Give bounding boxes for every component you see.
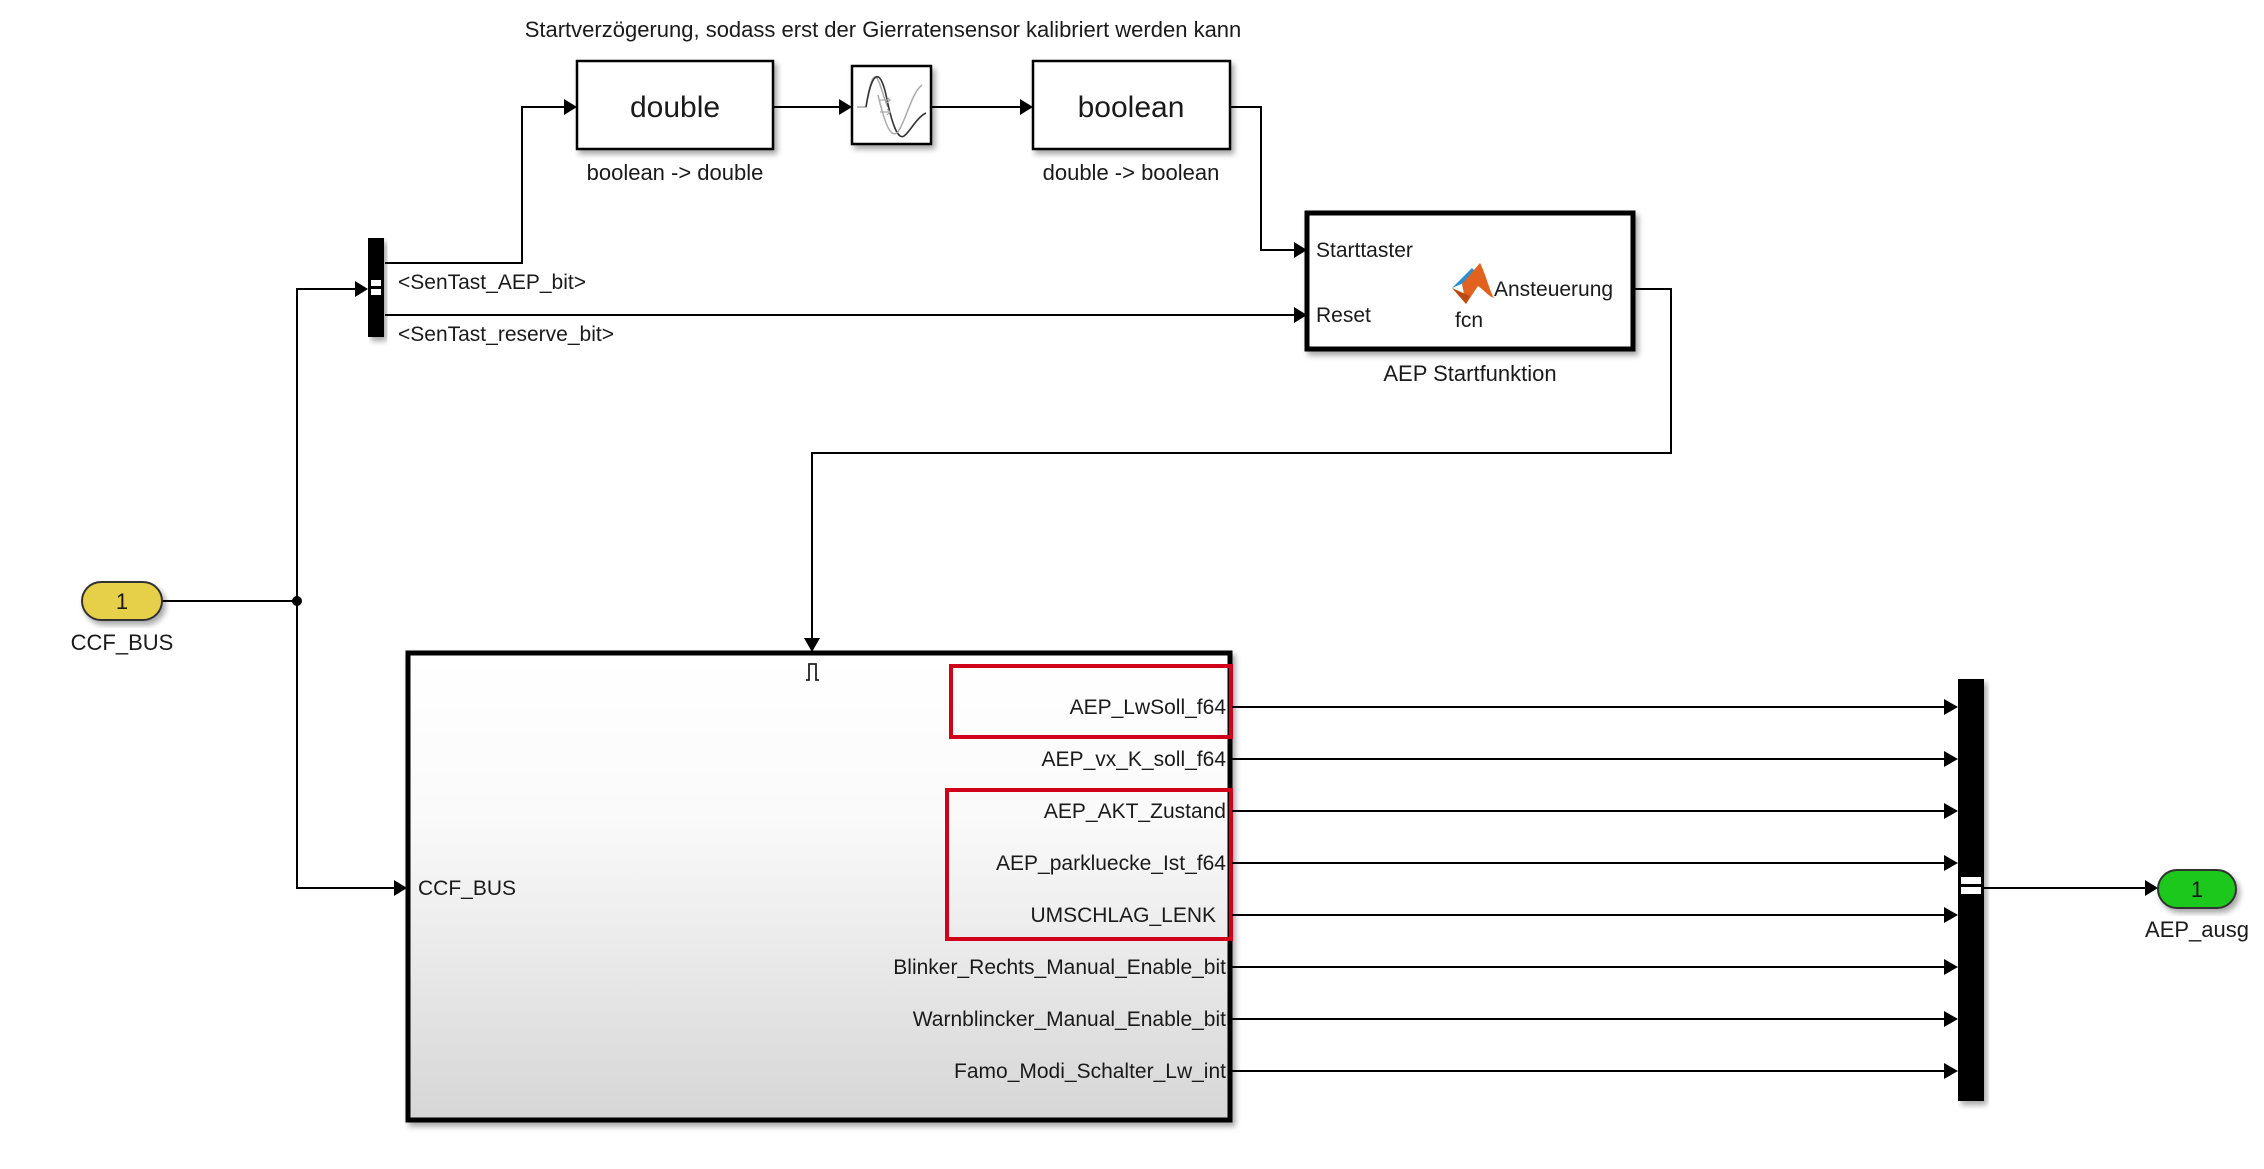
convert-to-double-text: double — [630, 91, 720, 124]
arrow-icon — [1944, 907, 1958, 923]
annotation-text: Startverzögerung, sodass erst der Gierra… — [525, 17, 1242, 42]
arrow-icon — [1294, 307, 1307, 323]
bus-creator-icon — [1961, 877, 1981, 884]
highlight-box — [949, 664, 1233, 739]
arrow-icon — [2145, 880, 2158, 896]
arrow-icon — [1944, 855, 1958, 871]
variable-delay-wave-icon — [857, 75, 927, 138]
arrow-icon — [1294, 242, 1307, 258]
convert-to-boolean-text: boolean — [1078, 91, 1185, 124]
outport-shape[interactable] — [2157, 869, 2237, 909]
wire-ansteuerung-trigger[interactable] — [811, 288, 1672, 640]
bus-signal-label: <SenTast_reserve_bit> — [398, 323, 614, 346]
arrow-icon — [1944, 1063, 1958, 1079]
inport-ccf-bus[interactable]: 1 CCF_BUS — [71, 581, 174, 655]
subsystem-output-ports: AEP_LwSoll_f64AEP_vx_K_soll_f64AEP_AKT_Z… — [893, 696, 1958, 1083]
bus-selector-icon-line — [371, 289, 381, 295]
bus-selector[interactable]: <SenTast_AEP_bit> <SenTast_reserve_bit> — [368, 238, 614, 346]
input-port-label: Reset — [1316, 304, 1371, 327]
wire-junction-subsystem[interactable] — [296, 601, 394, 889]
convert-to-boolean-block[interactable]: boolean double -> boolean — [1031, 59, 1232, 185]
subsystem-output-label: UMSCHLAG_LENK — [1030, 904, 1216, 927]
triggered-subsystem[interactable]: CCF_BUS AEP_LwSoll_f64AEP_vx_K_soll_f64A… — [405, 650, 1958, 1123]
convert-to-double-shape[interactable] — [575, 59, 775, 151]
arrow-icon — [839, 99, 852, 115]
arrow-icon — [1944, 751, 1958, 767]
subsystem-input-label: CCF_BUS — [418, 877, 516, 900]
matlab-logo-icon — [1452, 263, 1494, 304]
inport-label: CCF_BUS — [71, 630, 174, 655]
arrow-icon — [1020, 99, 1033, 115]
arrow-icon — [1944, 699, 1958, 715]
arrow-icon — [564, 99, 577, 115]
convert-to-boolean-shape[interactable] — [1031, 59, 1232, 151]
pulse-trigger-icon — [806, 663, 819, 681]
arrowheads — [355, 99, 2158, 896]
signal-lines — [162, 106, 2146, 889]
delay-block[interactable] — [850, 64, 933, 146]
inport-number: 1 — [116, 589, 128, 614]
wire-sentast-aep[interactable] — [385, 106, 565, 264]
arrow-icon — [1944, 803, 1958, 819]
subsystem-output-label: Blinker_Rechts_Manual_Enable_bit — [893, 956, 1226, 979]
subsystem-output-label: AEP_LwSoll_f64 — [1070, 696, 1227, 719]
function-name: fcn — [1455, 309, 1483, 332]
subsystem-output-label: AEP_AKT_Zustand — [1044, 800, 1226, 823]
arrow-icon — [394, 880, 407, 896]
bus-signal-label: <SenTast_AEP_bit> — [398, 271, 586, 294]
bus-selector-icon — [371, 280, 381, 286]
wire-junction-busselector[interactable] — [296, 288, 356, 601]
arrow-icon — [804, 638, 820, 652]
arrow-icon — [1944, 1011, 1958, 1027]
convert-to-double-label: boolean -> double — [587, 160, 764, 185]
arrow-icon — [1944, 959, 1958, 975]
outport-label: AEP_ausg — [2145, 917, 2249, 942]
convert-to-boolean-label: double -> boolean — [1043, 160, 1220, 185]
outport-number: 1 — [2191, 877, 2203, 902]
subsystem-output-label: Famo_Modi_Schalter_Lw_int — [954, 1060, 1226, 1083]
branch-junction — [292, 596, 302, 606]
output-port-label: Ansteuerung — [1494, 278, 1613, 301]
convert-to-double-block[interactable]: double boolean -> double — [575, 59, 775, 185]
matlab-function-block[interactable]: Starttaster Reset Ansteuerung fcn AEP St… — [1304, 210, 1636, 386]
subsystem-output-label: Warnblincker_Manual_Enable_bit — [913, 1008, 1226, 1031]
input-port-label: Starttaster — [1316, 239, 1413, 262]
subsystem-shape[interactable] — [405, 650, 1233, 1123]
arrow-icon — [355, 281, 368, 297]
subsystem-output-label: AEP_vx_K_soll_f64 — [1042, 748, 1227, 771]
delay-shape[interactable] — [850, 64, 933, 146]
subsystem-output-label: AEP_parkluecke_Ist_f64 — [996, 852, 1226, 875]
highlight-box — [945, 788, 1233, 941]
outport-aep-ausg[interactable]: 1 AEP_ausg — [2145, 869, 2249, 942]
wire-boolean-starttaster[interactable] — [1231, 106, 1295, 251]
bus-creator[interactable] — [1958, 679, 1984, 1101]
bus-selector-bar[interactable] — [368, 238, 384, 337]
bus-creator-icon-line — [1961, 887, 1981, 894]
matlab-function-shape[interactable] — [1304, 210, 1636, 352]
inport-shape[interactable] — [81, 581, 163, 621]
matlab-function-label: AEP Startfunktion — [1383, 361, 1556, 386]
